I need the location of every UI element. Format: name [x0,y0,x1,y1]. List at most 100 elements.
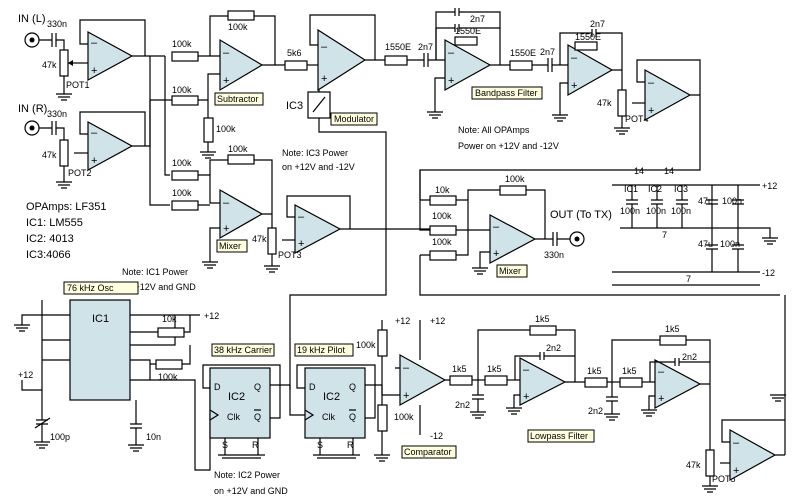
subtractor-label: Subtractor [217,94,259,104]
svg-text:1k5: 1k5 [587,366,602,376]
svg-text:100k: 100k [505,174,525,184]
svg-text:100k: 100k [172,158,192,168]
input-right-section: IN (R) 330n 47k POT2 –+ [18,100,151,189]
pot5-section: 47k POT5 –+ [686,295,786,493]
svg-text:-12: -12 [762,268,775,278]
mixer1-section: 100k 100k –+ 100k Mixer 47k POT3 –+ [171,144,430,273]
all-opamps-note-1: Note: All OPAmps [458,125,530,135]
svg-text:–: – [658,366,665,378]
opamp-pot4-buffer [644,68,692,122]
ic1-power-note-1: Note: IC1 Power [122,267,188,277]
bandpass-label-box [471,86,543,100]
svg-text:–: – [91,127,98,139]
svg-text:–: – [733,437,740,449]
svg-text:100k: 100k [432,237,452,247]
pot1-label: POT1 [66,80,90,90]
svg-text:100k: 100k [172,85,192,95]
subtractor-section: 100k 100k 100k – + 100k Subtractor [149,10,285,206]
svg-text:47u: 47u [698,196,713,206]
bandpass-label: Bandpass Filter [475,88,538,98]
svg-text:D: D [214,382,221,392]
pilot19-label-box [294,343,354,357]
pot3-label: POT3 [278,250,302,260]
svg-text:IC2: IC2 [228,391,245,403]
svg-text:1k5: 1k5 [487,364,502,374]
svg-text:R: R [347,440,354,450]
input-left-section: IN (L) 330n 47k POT1 –+ [18,13,165,101]
carrier38-section: 38 kHz Carrier IC2 D Q Clk Q S R Note: I… [202,343,290,496]
svg-text:5k6: 5k6 [287,48,302,58]
svg-text:–: – [321,41,328,53]
svg-text:+: + [298,238,304,250]
svg-text:+: + [658,393,664,405]
svg-text:+: + [223,75,229,87]
opamp-mixer-1 [219,188,264,240]
pot5-label: POT5 [712,474,736,484]
pot2-value: 47k [42,150,57,160]
svg-text:IC2: IC2 [648,184,662,194]
svg-text:100k: 100k [172,188,192,198]
opamp-output-mixer [489,214,537,264]
output-jack [569,231,585,247]
pot3 [267,227,277,255]
input-left-label: IN (L) [18,13,46,25]
svg-text:+: + [648,105,654,117]
output-mixer-section: 10k 100k 100k –+ 100k Mixer 330n OUT (To… [419,170,780,296]
pot2-label: POT2 [68,168,92,178]
svg-text:+: + [91,155,97,167]
ic2b-flipflop [304,367,366,439]
svg-text:IC3: IC3 [674,184,688,194]
carrier38-label: 38 kHz Carrier [214,345,272,355]
ic2-power-note-2: on +12V and GND [214,486,288,496]
comparator-section: +12 100k 100k +12 –+ -12 Comparator [356,316,457,462]
lowpass-label-box [527,429,595,443]
svg-text:+12: +12 [762,181,777,191]
modulator-label: Modulator [334,114,374,124]
input-right-label: IN (R) [18,103,47,115]
osc76-section: 76 kHz Osc IC1 +12 10k 100k +12 100p 10n [14,281,219,471]
bandpass-section: 1550E 2n7 –+ 2n7 1550E 1550E 2n7 –+ 2n7 … [384,8,623,151]
svg-text:–: – [648,77,655,89]
svg-text:+12: +12 [204,311,219,321]
svg-text:100k: 100k [228,22,248,32]
lowpass-label: Lowpass Filter [530,431,588,441]
note-ic2: IC2: 4013 [26,233,74,245]
osc76-label-box [63,281,139,295]
svg-text:Q: Q [254,412,261,422]
svg-text:IC1: IC1 [92,313,109,325]
svg-text:10k: 10k [162,314,177,324]
svg-text:1k5: 1k5 [452,364,467,374]
svg-text:–: – [91,37,98,49]
svg-text:+: + [223,223,229,235]
svg-text:10k: 10k [435,185,450,195]
pot4-section: 47k POT4 –+ [419,59,701,231]
svg-text:IC1: IC1 [624,184,638,194]
svg-text:1550E: 1550E [385,42,411,52]
modulator-section: 5k6 –+ IC3 Modulator Note: IC3 Power on … [282,14,387,390]
pot1 [59,49,69,77]
svg-text:100k: 100k [172,39,192,49]
opamp-input-left [87,30,134,82]
svg-text:–: – [523,364,530,376]
svg-text:–: – [448,47,455,59]
svg-text:7: 7 [686,274,691,284]
svg-text:–: – [223,197,230,209]
svg-text:1k5: 1k5 [665,324,680,334]
svg-text:+: + [91,65,97,77]
svg-text:1550E: 1550E [575,32,601,42]
comparator-label-box [401,445,457,459]
opamp-bandpass-2 [567,43,614,97]
svg-text:2n2: 2n2 [682,352,697,362]
ic1-chip [69,299,131,401]
note-opamps: OPAmps: LF351 [26,201,107,213]
svg-text:100k: 100k [228,144,248,154]
comparator-label: Comparator [404,447,452,457]
svg-text:14: 14 [664,166,674,176]
svg-text:47k: 47k [597,98,612,108]
mixer2-label-box [496,264,528,278]
svg-text:2n7: 2n7 [470,14,485,24]
svg-text:100k: 100k [356,340,376,350]
subtractor-label-box [214,92,264,106]
svg-text:1k5: 1k5 [622,366,637,376]
